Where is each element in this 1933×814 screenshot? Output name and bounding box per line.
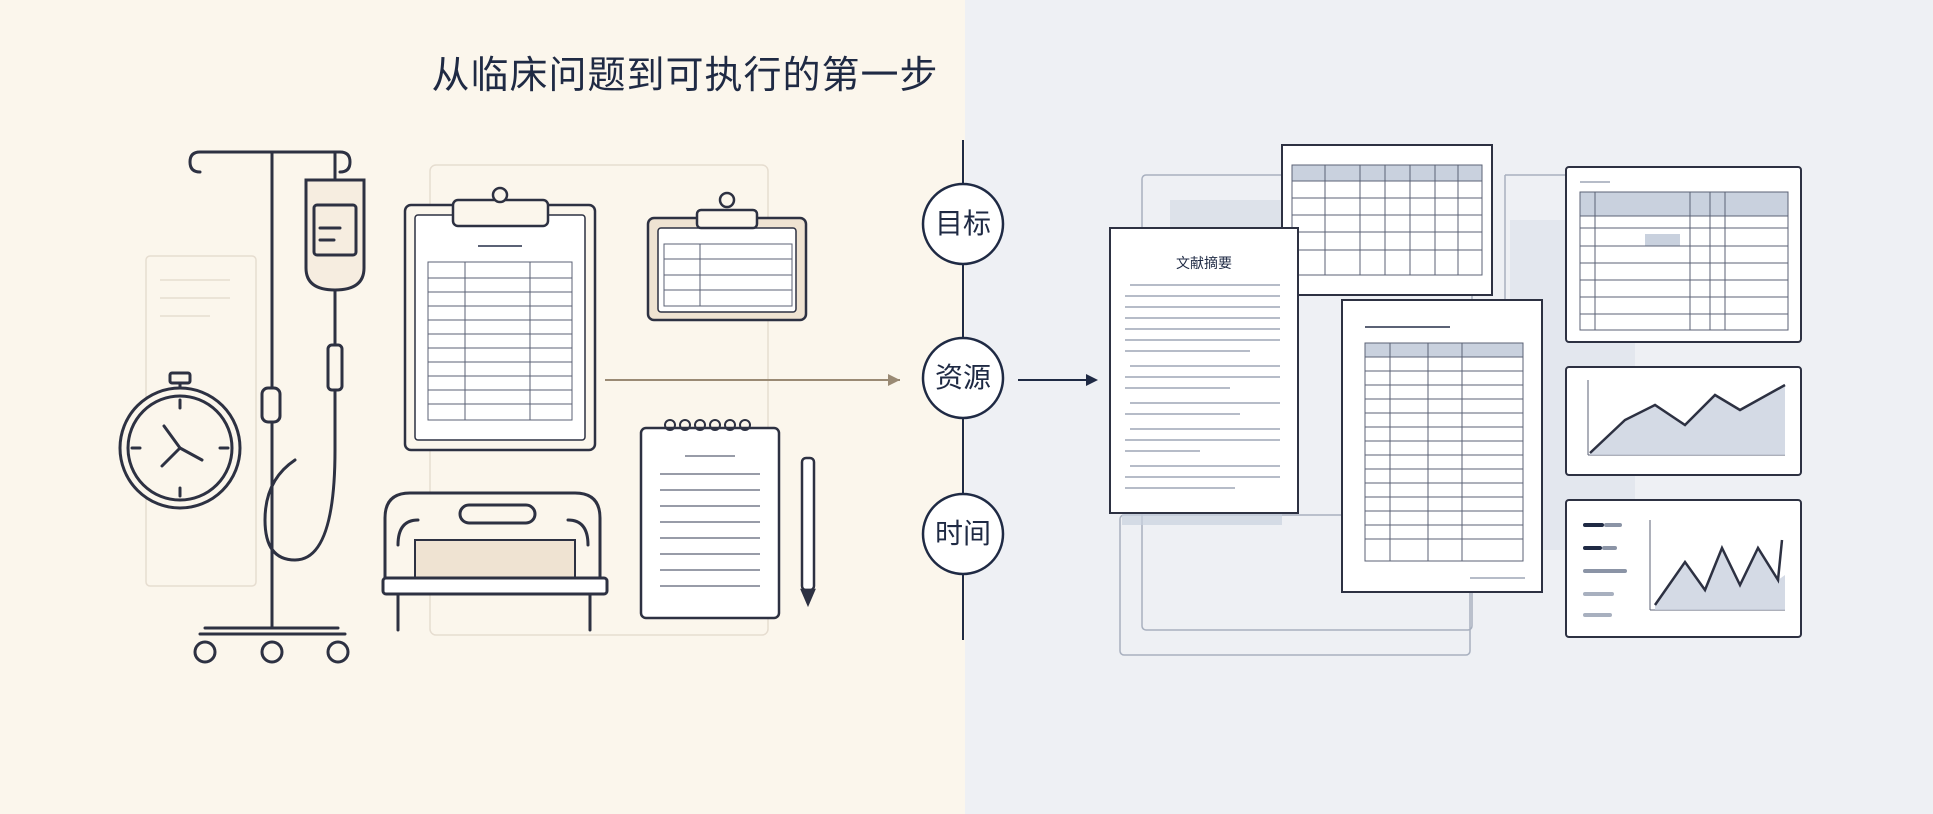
- table-sheet-icon: [1281, 144, 1493, 296]
- arrow-to-center: [605, 374, 900, 386]
- bar-legend-icon: [1565, 499, 1802, 638]
- page-title: 从临床问题到可执行的第一步: [431, 53, 939, 97]
- doc-title: 文献摘要: [1176, 255, 1232, 272]
- hospital-bed-icon: [381, 491, 609, 632]
- time-circle: [921, 492, 1005, 576]
- document-icon: 文献摘要: [1109, 227, 1299, 525]
- arrow-to-outputs: [1018, 374, 1098, 386]
- time-label: 时间: [934, 517, 991, 550]
- pen-icon: [800, 456, 816, 608]
- goal-label: 目标: [934, 207, 991, 240]
- resources-label: 资源: [934, 361, 991, 394]
- stopwatch-icon: [118, 371, 242, 510]
- table-sheet-icon: [1341, 299, 1543, 593]
- clipboard-small-icon: [646, 191, 808, 322]
- notepad-icon: [639, 419, 781, 620]
- resources-circle: [921, 336, 1005, 420]
- iv-stand-icon: [188, 150, 366, 664]
- clipboard-icon: [403, 186, 597, 452]
- goal-circle: [921, 182, 1005, 266]
- table-sheet-icon: [1565, 166, 1802, 343]
- line-chart-icon: [1565, 366, 1802, 476]
